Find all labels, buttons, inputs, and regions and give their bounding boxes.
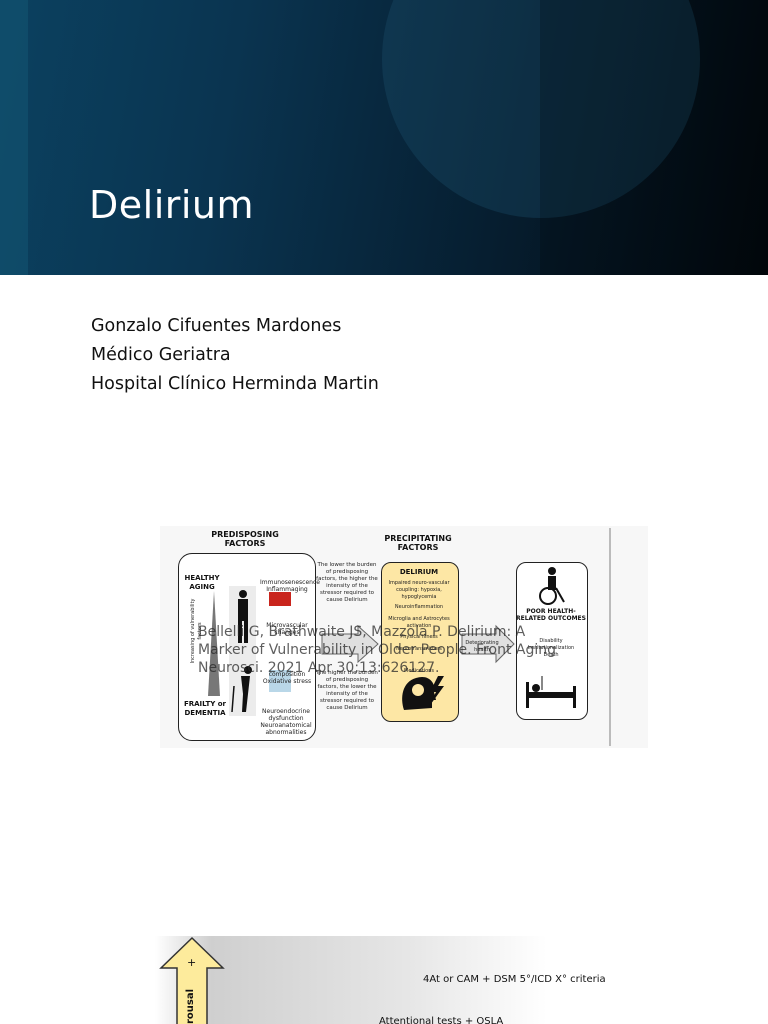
assessment-row-2: Attentional tests + OSLA xyxy=(379,1016,504,1024)
middle-arrow-graphic xyxy=(321,624,379,664)
author-institution: Hospital Clínico Herminda Martin xyxy=(91,374,379,394)
hospital-bed-icon xyxy=(526,676,576,708)
outcome-institutionalization: Institutionalization xyxy=(527,645,575,651)
head-lightning-icon xyxy=(402,676,444,710)
assessment-row-1: 4At or CAM + DSM 5°/ICD X° criteria xyxy=(423,974,606,985)
immuno-item: Immunosenescence Inflammaging xyxy=(260,579,320,593)
delirium-item-4: Physical illness xyxy=(400,634,438,640)
composition-item: composition Oxidative stress xyxy=(262,671,312,685)
arousal-plus: + xyxy=(187,956,197,969)
author-name: Gonzalo Cifuentes Mardones xyxy=(91,316,342,336)
neuroendocrine-item: Neuroendocrine dysfunction Neuroanatomic… xyxy=(260,708,312,736)
delirium-item-1: Impaired neuro-vascular coupling: hypoxi… xyxy=(388,580,450,600)
outcomes-label: POOR HEALTH-RELATED OUTCOMES xyxy=(516,608,586,622)
vascular-item: Microvascular changes xyxy=(266,622,308,636)
wheelchair-icon xyxy=(539,567,565,605)
lower-burden-text: The lower the burden of predisposing fac… xyxy=(316,562,378,603)
arousal-assessment-figure: + rousal 4At or CAM + DSM 5°/ICD X° crit… xyxy=(155,936,715,1024)
precipitating-header: PRECIPITATING FACTORS xyxy=(384,534,452,552)
slide-title: Delirium xyxy=(89,183,255,227)
delirium-item-6: Medications xyxy=(404,668,434,674)
banner-band xyxy=(0,0,28,275)
arousal-axis-label: rousal xyxy=(185,988,196,1024)
delirium-model-figure: PREDISPOSING FACTORS PRECIPITATING FACTO… xyxy=(160,526,648,748)
deteriorating-label: Deteriorating health xyxy=(465,640,499,653)
frailty-label: FRAILTY or DEMENTIA xyxy=(183,700,227,717)
title-banner: Delirium xyxy=(0,0,768,275)
author-role: Médico Geriatra xyxy=(91,345,231,365)
higher-burden-text: The higher the burden of predisposing fa… xyxy=(316,670,378,711)
outcome-disability: Disability xyxy=(539,638,563,644)
predisposing-header: PREDISPOSING FACTORS xyxy=(211,530,279,548)
delirium-item-3: Microglia and Astrocytes activation xyxy=(388,616,450,629)
outcome-death: Death xyxy=(543,652,559,658)
delirium-label: DELIRIUM xyxy=(399,568,439,576)
arousal-arrow-graphic xyxy=(159,936,225,1024)
delirium-item-2: Neuroinflammation xyxy=(394,604,444,610)
deteriorating-arrow-graphic xyxy=(461,624,515,664)
figure-divider xyxy=(609,528,611,746)
delirium-item-5: Neurotransmitters xyxy=(396,646,442,652)
healthy-aging-label: HEALTHY AGING xyxy=(184,574,220,591)
figure-citation: Bellelli G, Brathwaite JS, Mazzola P. De… xyxy=(198,624,556,676)
author-block: Gonzalo Cifuentes Mardones Médico Geriat… xyxy=(91,312,379,399)
vulnerability-triangle-graphic xyxy=(208,586,291,716)
banner-strip-decoration xyxy=(540,0,768,275)
